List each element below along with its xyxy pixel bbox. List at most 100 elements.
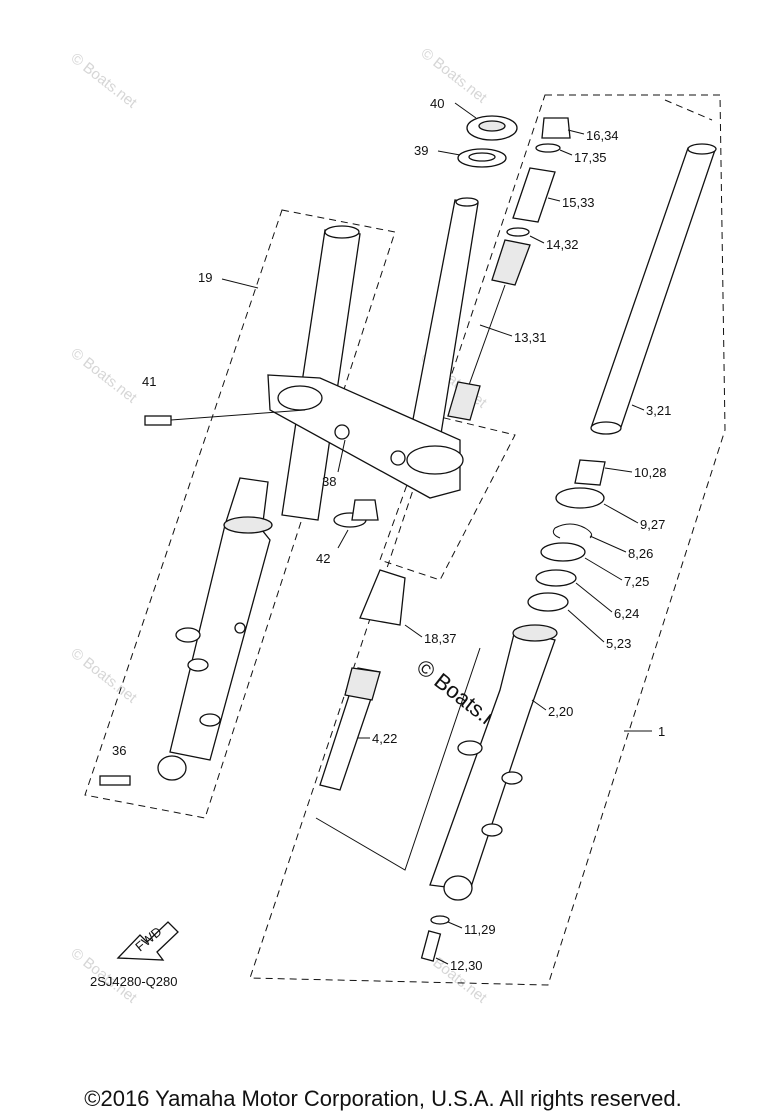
watermark: © Boats.net xyxy=(68,345,141,407)
callout-6-24: 6,24 xyxy=(614,606,639,621)
leader-14-32 xyxy=(529,235,545,244)
callout-9-27: 9,27 xyxy=(640,517,665,532)
bushing-5-23 xyxy=(527,592,569,612)
leader-17-35 xyxy=(559,149,573,156)
leader-13-31 xyxy=(479,324,513,337)
callout-38: 38 xyxy=(322,474,336,489)
right-fork-boundary xyxy=(249,94,726,986)
leader-10-28 xyxy=(604,467,633,473)
watermark: © Boats.net xyxy=(418,45,491,107)
right-fork-internals xyxy=(447,117,717,612)
callout-4-22: 4,22 xyxy=(372,731,397,746)
bearing-parts xyxy=(457,115,518,168)
bolt-36 xyxy=(99,775,131,786)
callout-11-29: 11,29 xyxy=(464,922,496,937)
right-outer-tube-top xyxy=(512,624,558,642)
callout-labels: 40 39 16,34 17,35 15,33 14,32 13,31 19 4… xyxy=(90,96,671,989)
nut-38 xyxy=(351,499,379,521)
oil-lock-piece-18-37 xyxy=(359,569,406,626)
fwd-arrow-icon xyxy=(116,921,179,961)
callout-14-32: 14,32 xyxy=(546,237,579,252)
bearing-40-inner xyxy=(478,120,506,132)
right-inner-tube-bottom xyxy=(590,421,622,435)
leader-42 xyxy=(337,529,349,549)
washer-14-32 xyxy=(506,227,530,237)
damper-bracket xyxy=(315,647,481,871)
callout-15-33: 15,33 xyxy=(562,195,595,210)
left-axle-boss xyxy=(157,755,187,781)
leader-19 xyxy=(221,278,259,289)
steering-stem-top xyxy=(455,197,479,207)
right-inner-tube-top xyxy=(687,143,717,155)
damper-boundary xyxy=(379,414,516,581)
callout-39: 39 xyxy=(414,143,428,158)
watermark: © Boats.net xyxy=(68,645,141,707)
diagram-code: 2SJ4280-Q280 xyxy=(90,974,177,989)
left-fork-boundary xyxy=(84,209,396,819)
seal-39-inner xyxy=(468,152,496,162)
washer-6-24 xyxy=(535,569,577,587)
callout-10-28: 10,28 xyxy=(634,465,667,480)
callout-13-31: 13,31 xyxy=(514,330,547,345)
callout-18-37: 18,37 xyxy=(424,631,457,646)
spacer-15-33 xyxy=(512,167,556,223)
right-mount-lug xyxy=(501,771,523,785)
bolt-41-leader xyxy=(170,409,306,421)
callout-1: 1 xyxy=(658,724,665,739)
left-caliper-hole xyxy=(234,622,246,634)
fasteners xyxy=(99,409,450,962)
copyright-footer: ©2016 Yamaha Motor Corporation, U.S.A. A… xyxy=(84,1086,682,1111)
right-axle-boss xyxy=(443,875,473,901)
leader-9-27 xyxy=(603,503,639,524)
leader-lines xyxy=(221,102,652,965)
bushing-10-28 xyxy=(574,459,606,486)
callout-17-35: 17,35 xyxy=(574,150,607,165)
leader-11-29 xyxy=(447,921,463,929)
fork-spring-upper xyxy=(491,239,531,286)
callout-40: 40 xyxy=(430,96,444,111)
leader-8-26 xyxy=(589,535,627,553)
callout-3-21: 3,21 xyxy=(646,403,671,418)
fork-spring-lower xyxy=(447,381,481,421)
callout-42: 42 xyxy=(316,551,330,566)
bolt-12-30 xyxy=(420,930,442,962)
left-fork-assembly xyxy=(157,225,361,781)
leader-16-34 xyxy=(567,129,585,135)
under-bracket-right-clamp xyxy=(406,445,464,475)
left-mount-lug xyxy=(199,713,221,727)
fwd-arrow: FWD xyxy=(116,921,179,961)
callout-41: 41 xyxy=(142,374,156,389)
o-ring-17-35 xyxy=(535,143,561,153)
pinch-bolt xyxy=(334,424,350,440)
callout-5-23: 5,23 xyxy=(606,636,631,651)
leader-6-24 xyxy=(575,582,613,613)
right-inner-tube-3-21 xyxy=(591,147,716,431)
callout-2-20: 2,20 xyxy=(548,704,573,719)
left-inner-tube-cap xyxy=(324,225,360,239)
leader-2-20 xyxy=(531,699,547,711)
damper-parts xyxy=(315,569,481,871)
right-mount-lug xyxy=(481,823,503,837)
leader-7-25 xyxy=(584,557,623,581)
pinch-bolt xyxy=(390,450,406,466)
callout-12-30: 12,30 xyxy=(450,958,483,973)
left-mount-lug xyxy=(175,627,201,643)
right-outer-tube xyxy=(429,624,558,901)
left-dust-seal xyxy=(223,516,273,534)
leader-5-23 xyxy=(567,609,605,643)
callout-19: 19 xyxy=(198,270,212,285)
leader-15-33 xyxy=(547,197,561,202)
leader-18-37 xyxy=(404,624,423,638)
leader-38 xyxy=(337,439,346,473)
callout-16-34: 16,34 xyxy=(586,128,619,143)
callout-8-26: 8,26 xyxy=(628,546,653,561)
callout-36: 36 xyxy=(112,743,126,758)
watermark: © Boats.net xyxy=(68,50,141,112)
under-bracket-left-clamp xyxy=(277,385,323,411)
cap-bolt-16-34 xyxy=(541,117,571,139)
right-fork-bracket xyxy=(664,99,713,121)
seal-7-25 xyxy=(540,542,586,562)
right-outer-tube-body xyxy=(429,629,556,891)
leader-40 xyxy=(454,102,477,119)
